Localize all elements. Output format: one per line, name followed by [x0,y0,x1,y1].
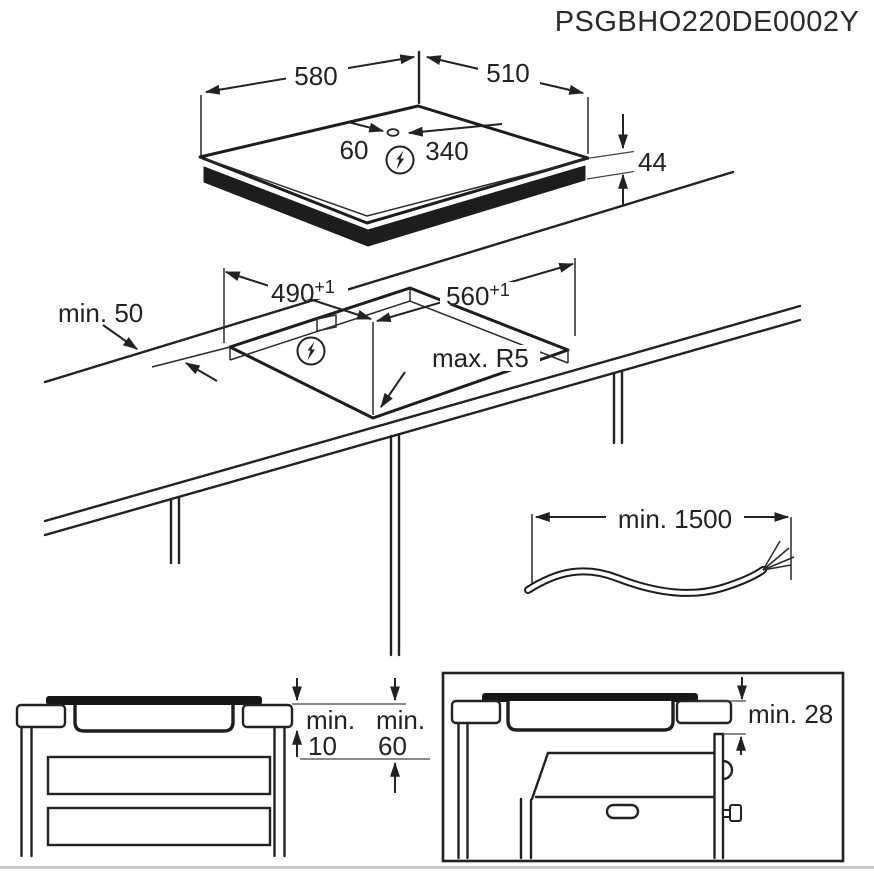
edge-clearance-arrow-outer [102,324,139,350]
edge-clearance-label: min. 50 [58,298,143,328]
edge-clearance-arrow-inner [184,362,218,382]
hob-clearance-label: min. [306,705,355,735]
oven-hinge-bump [721,759,734,781]
extension-line [589,150,635,159]
hob-width-label: 580 [294,61,337,91]
cable-hole [386,128,400,137]
power-symbol-icon [296,336,326,366]
stripped-wires [762,540,795,571]
label-mask [428,345,540,371]
oven-knob [729,804,742,822]
drawer-upper [46,755,272,796]
hob-glass-profile [482,693,698,702]
worktop-legs [169,370,624,657]
label-mask [440,282,524,305]
hole-offset-right-label: 340 [425,136,468,166]
worktop-section-right [675,699,733,725]
hole-offset-left-label: 60 [340,135,369,165]
worktop-section-right [241,703,294,729]
cabinet-wall-left [457,721,469,860]
drawer-clearance-label: min. [376,705,425,735]
hob-body-profile [506,701,675,732]
corner-radius-arrow [380,371,406,409]
power-symbol-icon [385,145,415,175]
oven-body [519,732,742,860]
worktop-cutout-view: 490+1 560+1 min. 50 max. R5 [43,170,802,657]
hob-glass-profile [46,696,262,705]
dimension-arrow-hole-right [407,123,503,137]
cabinet-walls [20,725,286,858]
hob-body-profile [73,705,235,733]
oven-clearance-label: min. 28 [748,699,833,729]
corner-radius-label: max. R5 [432,343,529,373]
cable-length-label: min. 1500 [618,504,732,534]
extension-line [586,170,635,180]
worktop-section-left [15,703,67,729]
cutout-depth-label: 490+1 [271,277,335,308]
drawer-lower [46,806,272,847]
worktop-front-edge [43,304,802,523]
label-mask [478,58,540,86]
hob-glass-inner-edge [205,158,584,217]
worktop-section-left [450,699,502,725]
label-mask [268,276,348,299]
extension-line [151,346,231,368]
cable-length-view: min. 1500 [524,504,795,597]
hob-height-label: 44 [638,147,667,177]
cabinet-section-view: min. 10 min. 60 [15,678,430,858]
oven-section-view: min. 28 [441,671,845,863]
dimension-arrow-hole-left [347,121,385,133]
hob-body-side [203,165,586,247]
oven-door-handle [605,803,640,820]
cutout-width-label: 560+1 [446,280,510,311]
view-frame [441,671,845,863]
drawer-clearance-value: 60 [378,731,407,761]
mains-cable-core [526,568,765,595]
hob-clearance-value: 10 [308,731,337,761]
hob-depth-label: 510 [486,58,529,88]
bottom-divider [0,866,874,869]
hob-isometric-view: 580 510 60 340 44 [198,50,667,247]
label-mask [286,60,348,88]
product-code: PSGBHO220DE0002Y [555,6,860,38]
